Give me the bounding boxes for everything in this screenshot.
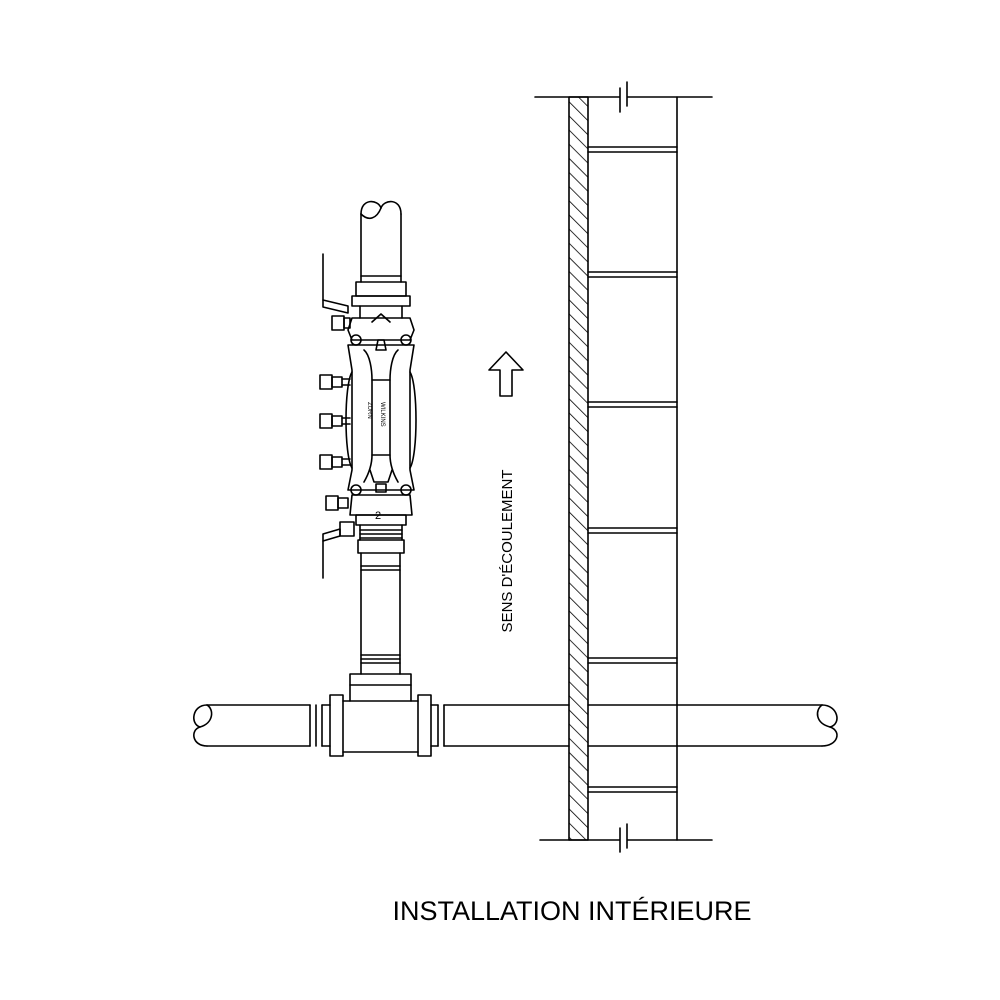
valve-brand-top: ZURN	[366, 402, 372, 419]
tee-fitting	[329, 673, 432, 757]
upper-riser-pipe	[360, 200, 402, 283]
valve-brand-side: WILKINS	[379, 402, 385, 427]
wall-block-courses	[587, 146, 678, 793]
test-cock-2-icon	[319, 413, 351, 429]
backflow-preventer-assembly	[345, 281, 417, 554]
upper-shutoff-handle-icon	[322, 253, 351, 331]
valve-number-label: 2	[375, 510, 381, 522]
flow-direction-arrow-icon	[488, 351, 524, 397]
main-horizontal-pipe	[193, 704, 838, 747]
flow-direction-label: SENS D'ÉCOULEMENT	[499, 470, 516, 633]
wall	[534, 81, 713, 853]
test-cock-1-icon	[319, 374, 351, 390]
wall-bottom-break-line	[539, 823, 713, 853]
lower-shutoff-handle-icon	[322, 495, 355, 579]
lower-riser-pipe	[360, 552, 401, 675]
diagram-caption: INSTALLATION INTÉRIEURE	[392, 896, 751, 926]
test-cock-3-icon	[319, 454, 351, 470]
wall-top-break-line	[534, 81, 713, 113]
test-cocks	[319, 253, 355, 579]
wall-hatched-section	[568, 96, 589, 841]
